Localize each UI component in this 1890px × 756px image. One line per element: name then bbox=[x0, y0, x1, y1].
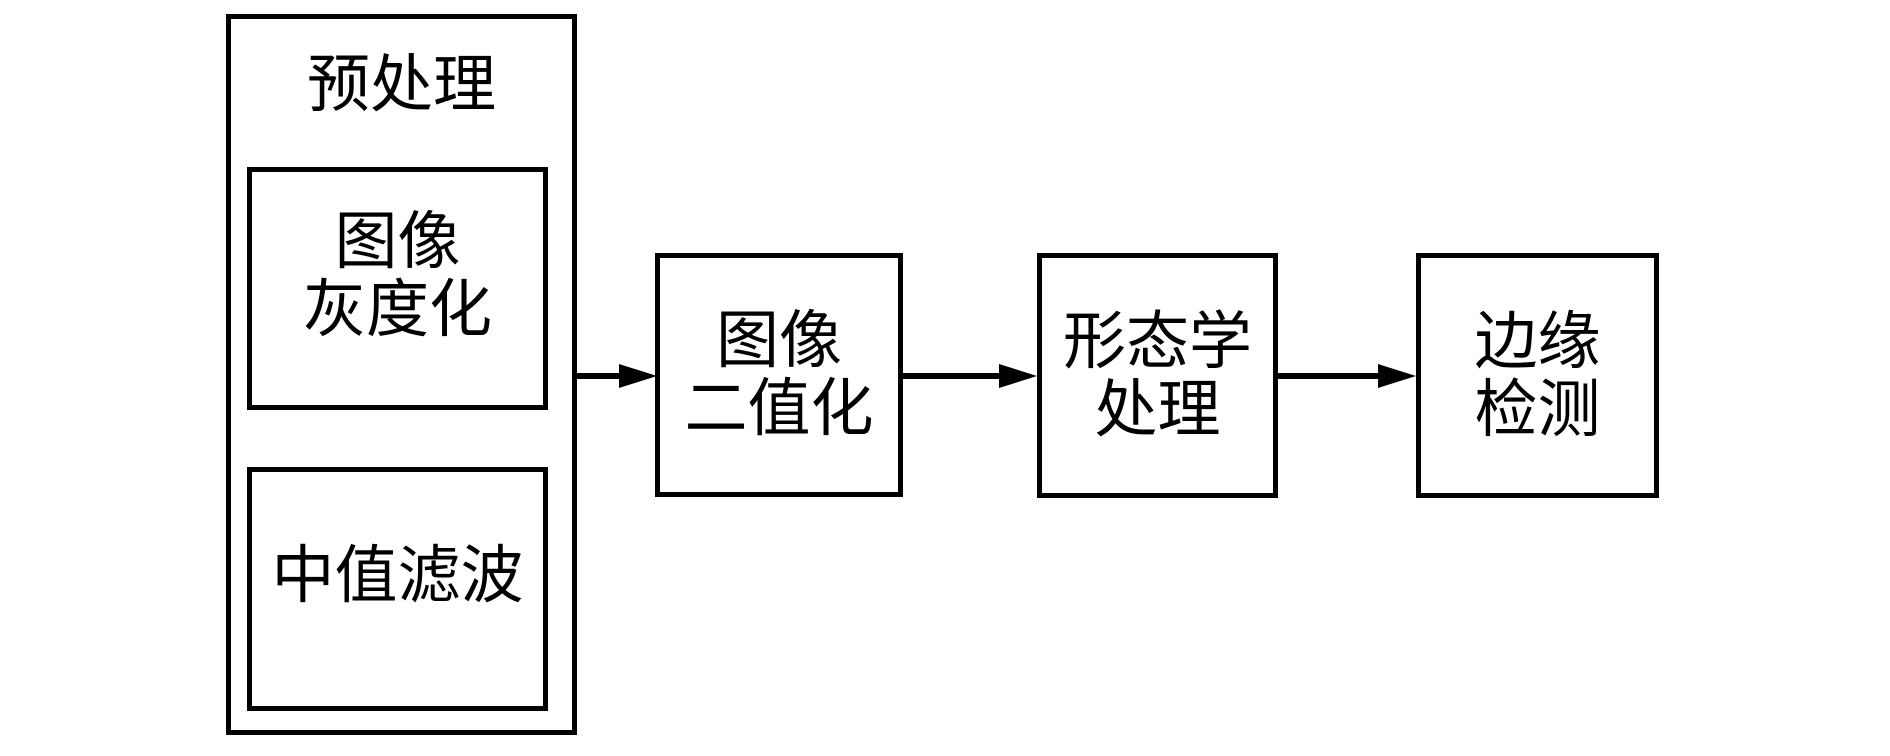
morphology-processing-label-line2: 处理 bbox=[1094, 374, 1221, 445]
median-filter-label-line1: 中值滤波 bbox=[271, 541, 524, 611]
image-binarization-label-line2: 二值化 bbox=[684, 374, 874, 444]
image-grayscale-box: 图像 灰度化 bbox=[247, 167, 548, 410]
morphology-processing-label: 形态学 处理 bbox=[1042, 258, 1273, 493]
morphology-processing-label-line1: 形态学 bbox=[1063, 306, 1252, 377]
arrow-morphology-to-edge bbox=[1278, 364, 1416, 388]
image-binarization-box: 图像 二值化 bbox=[655, 253, 903, 497]
image-grayscale-label: 图像 灰度化 bbox=[252, 172, 543, 405]
arrow-line bbox=[903, 373, 999, 379]
arrow-head-icon bbox=[619, 364, 657, 388]
preprocess-group-title: 预处理 bbox=[307, 50, 496, 120]
image-grayscale-label-line1: 图像 bbox=[334, 206, 461, 277]
image-binarization-label-line1: 图像 bbox=[716, 306, 842, 376]
edge-detection-box: 边缘 检测 bbox=[1416, 253, 1659, 498]
edge-detection-label-line2: 检测 bbox=[1474, 374, 1601, 445]
arrow-binarization-to-morphology bbox=[903, 364, 1037, 388]
morphology-processing-box: 形态学 处理 bbox=[1037, 253, 1278, 498]
arrow-head-icon bbox=[1378, 364, 1416, 388]
arrow-line bbox=[577, 373, 619, 379]
image-grayscale-label-line2: 灰度化 bbox=[303, 274, 492, 345]
median-filter-box: 中值滤波 bbox=[247, 467, 548, 711]
median-filter-label: 中值滤波 bbox=[252, 472, 543, 706]
preprocess-group-box: 预处理 图像 灰度化 中值滤波 bbox=[226, 14, 577, 735]
arrow-preprocess-to-binarization bbox=[577, 364, 657, 388]
edge-detection-label: 边缘 检测 bbox=[1421, 258, 1654, 493]
arrow-head-icon bbox=[999, 364, 1037, 388]
image-binarization-label: 图像 二值化 bbox=[660, 258, 898, 492]
edge-detection-label-line1: 边缘 bbox=[1474, 306, 1601, 377]
arrow-line bbox=[1278, 373, 1378, 379]
